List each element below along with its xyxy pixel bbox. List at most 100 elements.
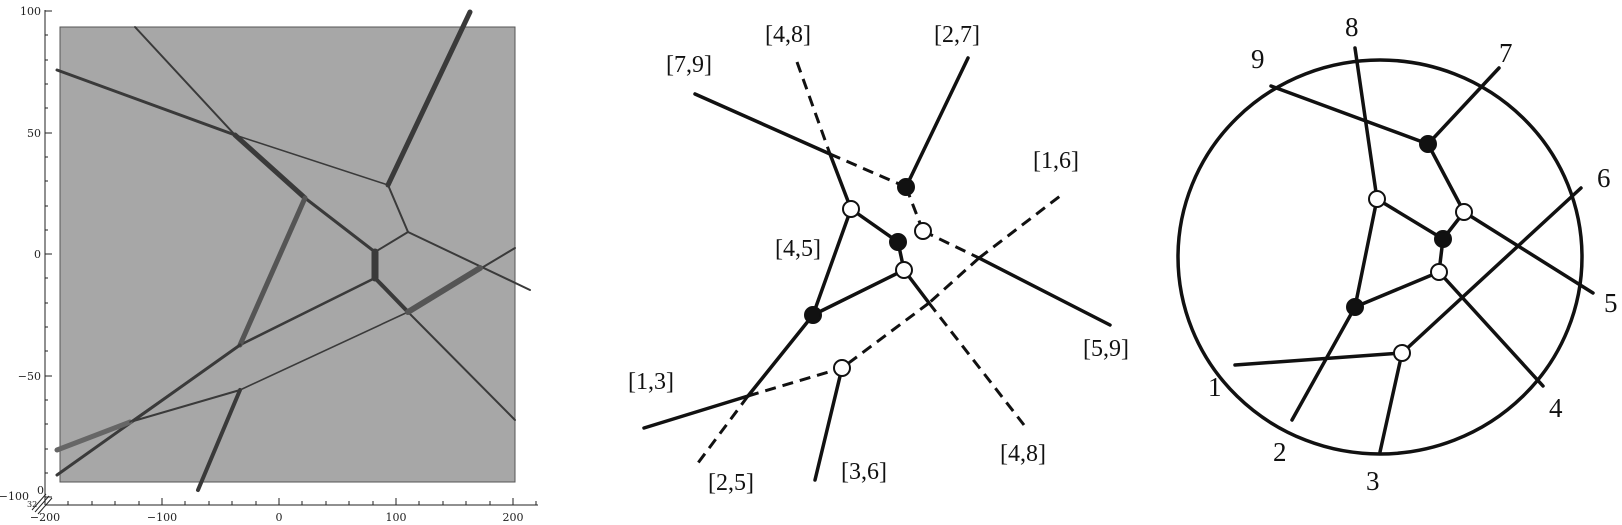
y-tick-label: 50 bbox=[27, 127, 41, 140]
edge bbox=[1353, 197, 1379, 309]
edge-label: [4,8] bbox=[1000, 441, 1046, 467]
x-tick-label: 100 bbox=[386, 511, 407, 524]
ridge bbox=[407, 311, 516, 421]
plot-ridges bbox=[54, 9, 531, 492]
edge bbox=[1353, 46, 1379, 201]
boundary-label: 5 bbox=[1604, 288, 1618, 318]
boundary-label: 6 bbox=[1597, 163, 1611, 193]
edge bbox=[693, 92, 832, 156]
edge bbox=[746, 313, 815, 398]
x-tick-labels: −200 −100 0 100 200 bbox=[30, 511, 524, 524]
boundary-label: 1 bbox=[1208, 372, 1222, 402]
edge bbox=[849, 207, 900, 244]
edge bbox=[1353, 270, 1441, 309]
disk-vertices bbox=[1346, 135, 1473, 362]
black-vertex bbox=[897, 178, 915, 196]
boundary-circle bbox=[1176, 58, 1584, 456]
edge bbox=[904, 56, 970, 189]
plot-region bbox=[59, 26, 516, 483]
edge bbox=[813, 366, 844, 482]
y-axis-ticks bbox=[45, 10, 52, 498]
edge bbox=[1437, 270, 1545, 388]
edge bbox=[977, 256, 1112, 327]
ridge bbox=[407, 231, 531, 291]
y-tick-label: 0 bbox=[34, 248, 41, 261]
x-tick-label: 200 bbox=[503, 511, 524, 524]
edge bbox=[1462, 210, 1595, 295]
edge bbox=[811, 207, 853, 317]
x-tick-label: −100 bbox=[147, 511, 177, 524]
corner-label: 0 bbox=[37, 484, 44, 497]
ridge bbox=[232, 132, 308, 201]
ridge bbox=[239, 311, 409, 391]
ridge bbox=[238, 276, 377, 347]
ridge bbox=[237, 195, 308, 348]
boundary-label: 2 bbox=[1273, 437, 1287, 467]
white-vertex bbox=[842, 200, 860, 218]
ridge bbox=[134, 26, 236, 136]
black-vertex bbox=[804, 306, 822, 324]
y-tick-label: −50 bbox=[18, 370, 41, 383]
ridge bbox=[129, 344, 241, 423]
edge-label: [2,7] bbox=[934, 22, 980, 48]
dashed-edge bbox=[927, 256, 981, 305]
y-tick-label: −100 bbox=[0, 490, 29, 503]
edge-label: [1,6] bbox=[1033, 148, 1079, 174]
edge-label: [4,8] bbox=[765, 22, 811, 48]
x-tick-label: 0 bbox=[276, 511, 283, 524]
dashed-edge bbox=[922, 229, 980, 260]
black-vertex bbox=[889, 233, 907, 251]
edge bbox=[1426, 66, 1501, 146]
corner-labels: 0 32 bbox=[27, 484, 44, 509]
white-vertex bbox=[1393, 344, 1411, 362]
solid-edges bbox=[642, 56, 1112, 482]
edge-labels: [4,8] [2,7] [7,9] [1,6] [4,5] [5,9] [1,3… bbox=[628, 22, 1129, 496]
ridge bbox=[385, 9, 473, 188]
edge bbox=[642, 394, 750, 430]
boundary-label: 4 bbox=[1549, 393, 1563, 423]
plabic-graph-disk: 1 2 3 4 5 6 7 8 9 bbox=[1176, 12, 1618, 496]
dashed-edge bbox=[927, 302, 1026, 426]
edge bbox=[1375, 197, 1445, 241]
edge bbox=[1378, 351, 1404, 454]
dashed-edges bbox=[693, 61, 1065, 468]
dashed-edge bbox=[841, 301, 930, 370]
ridge bbox=[374, 231, 409, 253]
dashed-edge bbox=[978, 191, 1065, 260]
ridge bbox=[129, 389, 241, 423]
edge bbox=[1290, 305, 1357, 422]
white-vertex bbox=[833, 359, 851, 377]
white-vertex bbox=[914, 222, 932, 240]
white-vertex bbox=[1455, 203, 1473, 221]
boundary-labels: 1 2 3 4 5 6 7 8 9 bbox=[1208, 12, 1618, 496]
edge bbox=[828, 152, 853, 211]
dashed-edge bbox=[795, 61, 832, 155]
edge-label: [4,5] bbox=[775, 236, 821, 262]
ridge bbox=[373, 276, 410, 314]
edge-label: [1,3] bbox=[628, 369, 674, 395]
tropical-plot: 100 50 0 −50 −100 −200 −100 0 100 200 0 … bbox=[0, 5, 538, 524]
plabic-graph-labeled: [4,8] [2,7] [7,9] [1,6] [4,5] [5,9] [1,3… bbox=[628, 22, 1129, 496]
ridge bbox=[234, 134, 389, 186]
corner-ticks bbox=[31, 493, 53, 515]
black-vertex bbox=[1434, 230, 1452, 248]
boundary-label: 8 bbox=[1345, 12, 1359, 42]
edge-label: [3,6] bbox=[841, 459, 887, 485]
x-tick-label: −200 bbox=[30, 511, 60, 524]
dashed-edge bbox=[693, 395, 750, 468]
edge-label: [5,9] bbox=[1083, 336, 1129, 362]
edge bbox=[1233, 351, 1404, 367]
white-vertex bbox=[1430, 263, 1448, 281]
disk-edges bbox=[1233, 46, 1595, 454]
dashed-edge bbox=[829, 152, 907, 189]
ridge bbox=[196, 388, 242, 492]
corner-label: 32 bbox=[27, 500, 37, 509]
boundary-label: 3 bbox=[1366, 466, 1380, 496]
x-axis-ticks bbox=[44, 498, 537, 505]
vertices bbox=[804, 178, 932, 377]
edge bbox=[1400, 186, 1583, 355]
boundary-label: 9 bbox=[1251, 44, 1265, 74]
ridge bbox=[405, 265, 483, 315]
y-tick-labels: 100 50 0 −50 −100 bbox=[0, 5, 41, 503]
